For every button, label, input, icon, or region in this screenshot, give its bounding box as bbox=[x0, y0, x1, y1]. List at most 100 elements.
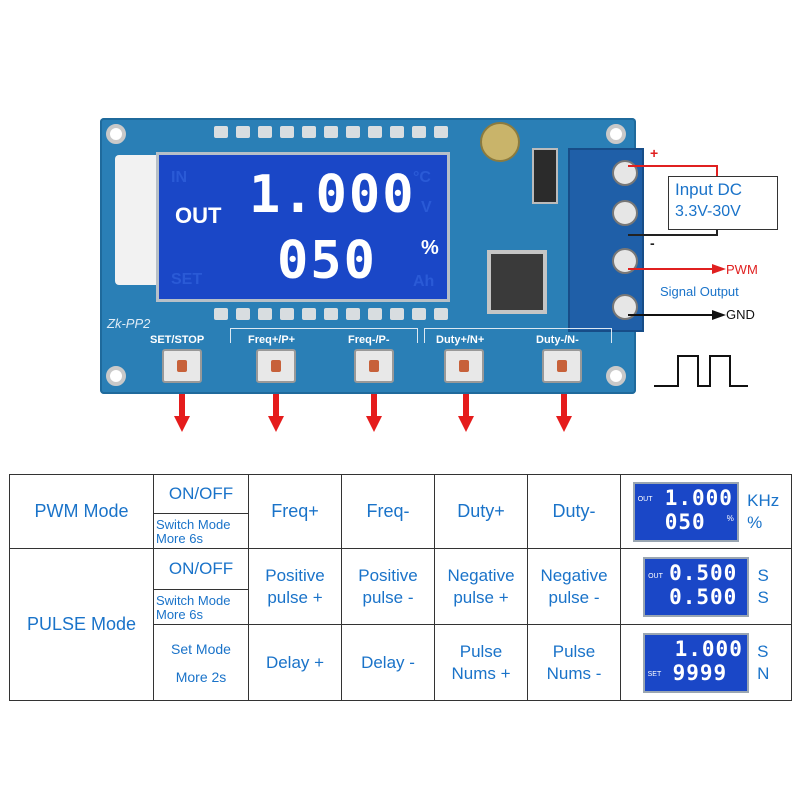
cell-line: Nums - bbox=[546, 663, 602, 683]
mini-lcd-bottom: 9999 bbox=[672, 660, 728, 685]
down-arrow-icon bbox=[366, 394, 382, 432]
lcd-value-bottom: 050 bbox=[277, 231, 377, 291]
pulse-switch-mode: Switch Mode More 6s bbox=[154, 590, 248, 622]
pwm-onoff-cell: ON/OFF Switch Mode More 6s bbox=[153, 474, 249, 549]
mount-hole bbox=[106, 366, 126, 386]
pwm-display-cell: OUT 1.000 050 % KHz % bbox=[620, 474, 792, 549]
unit-seconds: S bbox=[757, 565, 769, 585]
screw-terminal-minus[interactable] bbox=[612, 200, 638, 226]
button-group-bracket bbox=[230, 328, 418, 343]
table-row-pwm: PWM Mode ON/OFF Switch Mode More 6s Freq… bbox=[9, 474, 792, 549]
lcd-ghost-segment: SET bbox=[171, 271, 203, 288]
minus-wire bbox=[716, 227, 718, 235]
mount-hole bbox=[606, 124, 626, 144]
solder-pad bbox=[214, 308, 228, 320]
cell-line: pulse - bbox=[362, 587, 414, 607]
cell-line: Positive bbox=[358, 565, 418, 585]
set-mode-text: Set Mode bbox=[171, 640, 231, 657]
pwm-onoff: ON/OFF bbox=[154, 475, 248, 514]
mini-lcd-tag: OUT bbox=[637, 495, 653, 503]
freq-minus-cell: Freq- bbox=[341, 474, 435, 549]
solder-pad bbox=[346, 126, 360, 138]
unit-seconds: S bbox=[757, 641, 769, 661]
input-dc-label: Input DC bbox=[675, 180, 743, 199]
screw-terminal-pwm[interactable] bbox=[612, 248, 638, 274]
pwm-switch-mode: Switch Mode More 6s bbox=[154, 514, 248, 546]
diode-chip bbox=[532, 148, 558, 204]
solder-pad bbox=[280, 308, 294, 320]
solder-pad bbox=[390, 126, 404, 138]
unit-count: N bbox=[757, 663, 770, 683]
positive-pulse-minus-cell: Positive pulse - bbox=[341, 548, 435, 625]
mount-hole bbox=[606, 366, 626, 386]
cell-line: Positive bbox=[265, 565, 325, 585]
solder-pad bbox=[236, 126, 250, 138]
mini-lcd-tag: SET bbox=[647, 670, 662, 678]
set-mode-time: More 2s bbox=[175, 668, 227, 685]
gnd-arrow-icon bbox=[712, 310, 726, 320]
duty-plus-button[interactable] bbox=[444, 349, 484, 383]
button-label-duty-plus: Duty+/N+ bbox=[436, 334, 485, 346]
freq-plus-cell: Freq+ bbox=[248, 474, 342, 549]
mini-lcd-unit: % bbox=[726, 513, 734, 523]
switch-mode-text: Switch Mode bbox=[156, 517, 231, 532]
button-group-bracket bbox=[424, 328, 612, 343]
cell-line: pulse - bbox=[548, 587, 600, 607]
minus-wire bbox=[628, 234, 718, 236]
cell-line: Negative bbox=[447, 565, 515, 585]
solder-pad bbox=[302, 126, 316, 138]
lcd-display: IN SET °C V Ah OUT 1.000 050 % bbox=[156, 152, 450, 302]
pwm-mini-lcd: OUT 1.000 050 % bbox=[632, 481, 739, 542]
down-arrow-icon bbox=[268, 394, 284, 432]
mount-hole bbox=[106, 124, 126, 144]
screw-terminal-gnd[interactable] bbox=[612, 294, 638, 320]
solder-pad bbox=[346, 308, 360, 320]
mosfet bbox=[487, 250, 547, 314]
mini-lcd-top: 1.000 bbox=[664, 485, 733, 510]
switch-mode-time: More 6s bbox=[156, 531, 203, 546]
input-voltage-range: 3.3V-30V bbox=[675, 203, 741, 220]
lcd-mode-label: OUT bbox=[175, 203, 222, 228]
positive-pulse-plus-cell: Positive pulse + bbox=[248, 548, 342, 625]
solder-pad bbox=[390, 308, 404, 320]
pwm-arrow-icon bbox=[712, 264, 726, 274]
button-label-freq-plus: Freq+/P+ bbox=[248, 334, 296, 346]
set-stop-button[interactable] bbox=[162, 349, 202, 383]
set-display-cell: SET 1.000 9999 S N bbox=[620, 624, 792, 701]
pulse-nums-minus-cell: Pulse Nums - bbox=[527, 624, 621, 701]
pulse-nums-plus-cell: Pulse Nums + bbox=[434, 624, 528, 701]
solder-pad bbox=[412, 308, 426, 320]
pulse-display-cell: OUT 0.500 0.500 S S bbox=[620, 548, 792, 625]
mini-lcd-top: 1.000 bbox=[674, 636, 743, 661]
set-mini-lcd: SET 1.000 9999 bbox=[642, 632, 749, 693]
cell-line: pulse + bbox=[267, 587, 323, 607]
solder-pad bbox=[434, 126, 448, 138]
delay-plus-cell: Delay + bbox=[248, 624, 342, 701]
solder-pad bbox=[324, 126, 338, 138]
down-arrow-icon bbox=[174, 394, 190, 432]
plus-wire bbox=[628, 165, 718, 167]
solder-pad bbox=[214, 126, 228, 138]
freq-plus-button[interactable] bbox=[256, 349, 296, 383]
button-label-freq-minus: Freq-/P- bbox=[348, 334, 390, 346]
negative-pulse-minus-cell: Negative pulse - bbox=[527, 548, 621, 625]
pulse-onoff-cell: ON/OFF Switch Mode More 6s bbox=[153, 548, 249, 625]
duty-minus-button[interactable] bbox=[542, 349, 582, 383]
cell-line: pulse + bbox=[453, 587, 509, 607]
cell-line: Pulse bbox=[459, 641, 503, 661]
switch-mode-text: Switch Mode bbox=[156, 593, 231, 608]
board-brand: Zk-PP2 bbox=[107, 316, 151, 331]
solder-pad bbox=[368, 308, 382, 320]
plus-sign: + bbox=[650, 145, 659, 161]
solder-pad bbox=[258, 308, 272, 320]
mini-lcd-tag: OUT bbox=[648, 572, 663, 580]
solder-pad bbox=[324, 308, 338, 320]
solder-pad bbox=[434, 308, 448, 320]
table-row-pulse-set: Set Mode More 2s Delay + Delay - Pulse N… bbox=[10, 624, 792, 701]
minus-sign: - bbox=[650, 235, 655, 251]
lcd-unit: % bbox=[421, 237, 439, 259]
screw-terminal-plus[interactable] bbox=[612, 160, 638, 186]
button-label-set-stop: SET/STOP bbox=[150, 334, 205, 346]
unit-percent: % bbox=[747, 512, 763, 532]
freq-minus-button[interactable] bbox=[354, 349, 394, 383]
